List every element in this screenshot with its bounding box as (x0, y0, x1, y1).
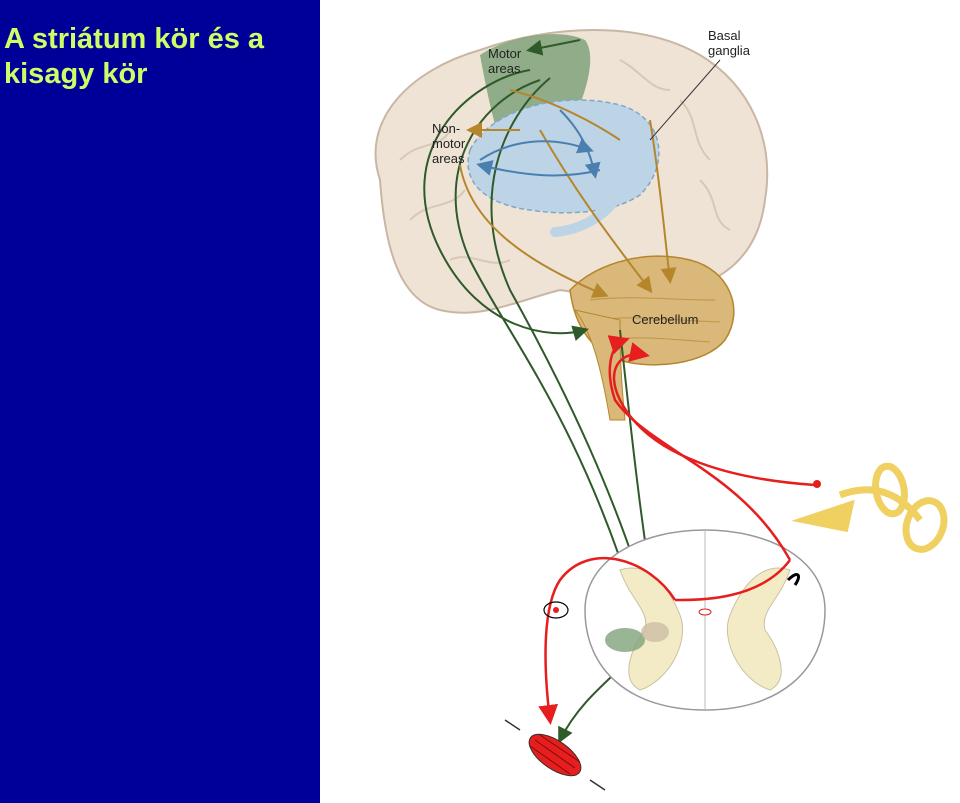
muscle-spindle-hook (786, 573, 800, 586)
gyri-texture (399, 59, 731, 264)
blue-pathways (476, 109, 601, 179)
inner-ear-vestibular (791, 462, 948, 553)
label-nonmotor-3: areas (432, 151, 465, 166)
red-pathways (538, 335, 816, 725)
muscle (504, 719, 606, 791)
basal-ganglia (467, 99, 660, 214)
ear-ganglion (813, 480, 821, 488)
label-basal-ganglia-1: Basal (708, 28, 741, 43)
orange-pathways (459, 89, 677, 298)
label-cerebellum: Cerebellum (632, 312, 698, 327)
title-line-2: kisagy kör (4, 58, 148, 90)
basal-ganglia-tail (550, 185, 625, 237)
slide-title: A striátum kör és a kisagy kör (4, 22, 314, 92)
title-line-1: A striátum kör és a (4, 23, 265, 55)
motor-circuit-diagram: Motor areas Basal ganglia Non- motor are… (374, 28, 948, 791)
basal-ganglia-leader (649, 59, 721, 141)
label-basal-ganglia-2: ganglia (708, 43, 751, 58)
spinal-cord-section (584, 529, 826, 711)
label-motor-areas-2: areas (488, 61, 521, 76)
label-motor-areas-1: Motor (488, 46, 522, 61)
figure-panel: Motor areas Basal ganglia Non- motor are… (320, 0, 960, 803)
dorsal-root-ganglion (543, 601, 569, 619)
label-nonmotor-2: motor (432, 136, 466, 151)
label-nonmotor-1: Non- (432, 121, 460, 136)
drg-cell (553, 607, 559, 613)
